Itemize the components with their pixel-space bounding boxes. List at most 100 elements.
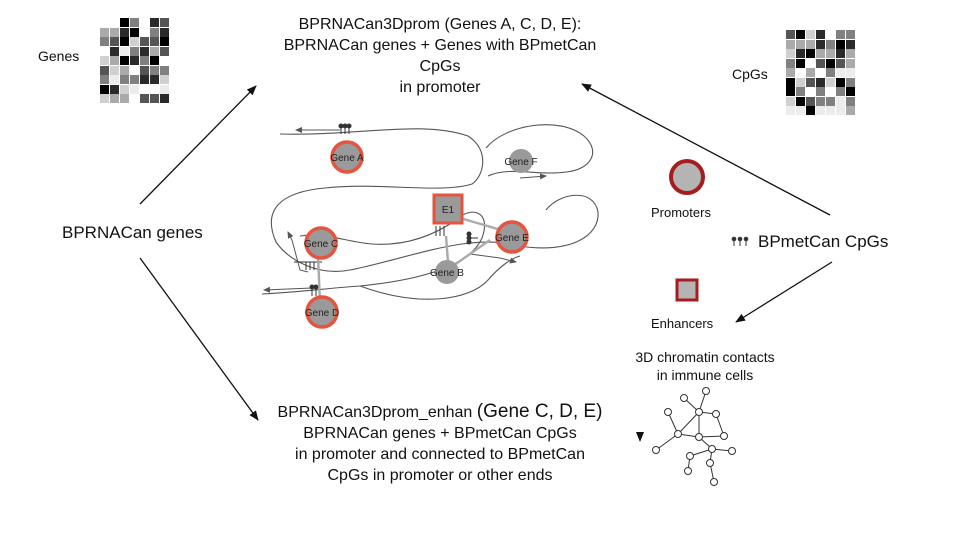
network-node xyxy=(652,446,660,454)
heatmap-cell xyxy=(130,84,139,94)
gene-b-node-shape xyxy=(435,260,459,284)
heatmap-cell xyxy=(846,30,855,39)
heatmap-cell xyxy=(846,87,855,96)
heatmap-cell xyxy=(140,94,149,103)
heatmap-cell xyxy=(786,77,795,87)
heatmap-cell xyxy=(160,18,169,27)
heatmap-cell xyxy=(140,46,149,56)
heatmap-cell xyxy=(140,56,149,65)
heatmap-cell xyxy=(816,39,825,49)
heatmap-cell xyxy=(150,94,159,103)
heatmap-cell xyxy=(806,30,815,39)
bottom-line-2: BPRNACan genes + BPmetCan CpGs xyxy=(303,425,577,442)
heatmap-cell xyxy=(110,46,119,56)
heatmap-cell xyxy=(110,75,119,84)
top-line-3: CpGs xyxy=(419,58,461,75)
gene-f-node-label: Gene F xyxy=(504,157,537,168)
bottom-line-4: CpGs in promoter or other ends xyxy=(327,467,553,484)
gene-b-node-label: Gene B xyxy=(430,268,464,279)
network-node xyxy=(708,445,716,453)
cpgs-heatmap-icon xyxy=(786,30,858,116)
genes-label: Genes xyxy=(38,48,80,64)
network-edge xyxy=(698,435,725,438)
heatmap-cell xyxy=(816,68,825,77)
heatmap-cell xyxy=(806,68,815,77)
enhancers-label: Enhancers xyxy=(651,316,714,331)
heatmap-cell xyxy=(110,37,119,46)
heatmap-cell xyxy=(130,65,139,75)
network-edge xyxy=(667,411,679,435)
heatmap-cell xyxy=(826,87,835,96)
heatmap-cell xyxy=(130,46,139,56)
genes-heatmap-icon xyxy=(100,18,172,104)
network-node xyxy=(680,394,688,402)
chromatin-line-2: in immune cells xyxy=(656,367,754,383)
heatmap-cell xyxy=(140,65,149,75)
heatmap-cell xyxy=(836,39,845,49)
heatmap-cell xyxy=(160,94,169,103)
heatmap-cell xyxy=(806,58,815,68)
heatmap-cell xyxy=(120,65,129,75)
heatmap-cell xyxy=(100,18,109,27)
heatmap-cell xyxy=(130,27,139,37)
heatmap-cell xyxy=(816,49,825,58)
heatmap-cell xyxy=(816,96,825,106)
heatmap-cell xyxy=(120,37,129,46)
heatmap-cell xyxy=(796,106,805,115)
network-node xyxy=(728,447,736,455)
heatmap-cell xyxy=(826,30,835,39)
network-node xyxy=(710,478,718,486)
heatmap-cell xyxy=(100,46,109,56)
gene-a-node-label: Gene A xyxy=(330,153,364,164)
gene-e-node-shape xyxy=(495,220,529,254)
e1-label: E1 xyxy=(442,205,455,216)
heatmap-cell xyxy=(826,58,835,68)
gene-e-node: Gene E xyxy=(495,220,529,254)
heatmap-cell xyxy=(100,65,109,75)
heatmap-cell xyxy=(120,18,129,27)
network-edge xyxy=(677,411,700,435)
heatmap-cell xyxy=(160,27,169,37)
gene-e-node-label: Gene E xyxy=(495,233,529,244)
heatmap-cell xyxy=(796,77,805,87)
heatmap-cell xyxy=(160,46,169,56)
heatmap-cell xyxy=(816,106,825,115)
heatmap-cell xyxy=(120,84,129,94)
heatmap-cell xyxy=(786,87,795,96)
network-node xyxy=(695,433,703,441)
heatmap-cell xyxy=(826,49,835,58)
heatmap-cell xyxy=(130,37,139,46)
chromatin-fiber xyxy=(261,124,599,300)
heatmap-cell xyxy=(836,68,845,77)
chromatin-contacts-label: 3D chromatin contacts in immune cells xyxy=(590,348,820,384)
network-node xyxy=(684,467,692,475)
heatmap-cell xyxy=(846,77,855,87)
heatmap-cell xyxy=(150,65,159,75)
bottom-title-a: BPRNACan3Dprom_enhan xyxy=(277,404,473,421)
heatmap-cell xyxy=(100,37,109,46)
gene-a-node-shape xyxy=(330,140,364,174)
enhancer-legend-icon xyxy=(675,278,699,302)
network-node xyxy=(674,430,682,438)
heatmap-cell xyxy=(796,68,805,77)
network-node xyxy=(702,387,710,395)
heatmap-cell xyxy=(836,77,845,87)
heatmap-cell xyxy=(786,106,795,115)
heatmap-cell xyxy=(796,58,805,68)
network-node xyxy=(664,408,672,416)
arrow-cpgs-to-top xyxy=(581,83,831,216)
heatmap-cell xyxy=(836,87,845,96)
heatmap-cell xyxy=(826,77,835,87)
bottom-description: BPRNACan3Dprom_enhan (Gene C, D, E) BPRN… xyxy=(220,401,660,486)
heatmap-cell xyxy=(150,75,159,84)
network-node xyxy=(695,408,703,416)
heatmap-cell xyxy=(120,56,129,65)
heatmap-cell xyxy=(120,46,129,56)
heatmap-cell xyxy=(796,87,805,96)
heatmap-cell xyxy=(130,94,139,103)
heatmap-cell xyxy=(816,87,825,96)
heatmap-cell xyxy=(816,77,825,87)
heatmap-cell xyxy=(110,84,119,94)
heatmap-cell xyxy=(130,18,139,27)
